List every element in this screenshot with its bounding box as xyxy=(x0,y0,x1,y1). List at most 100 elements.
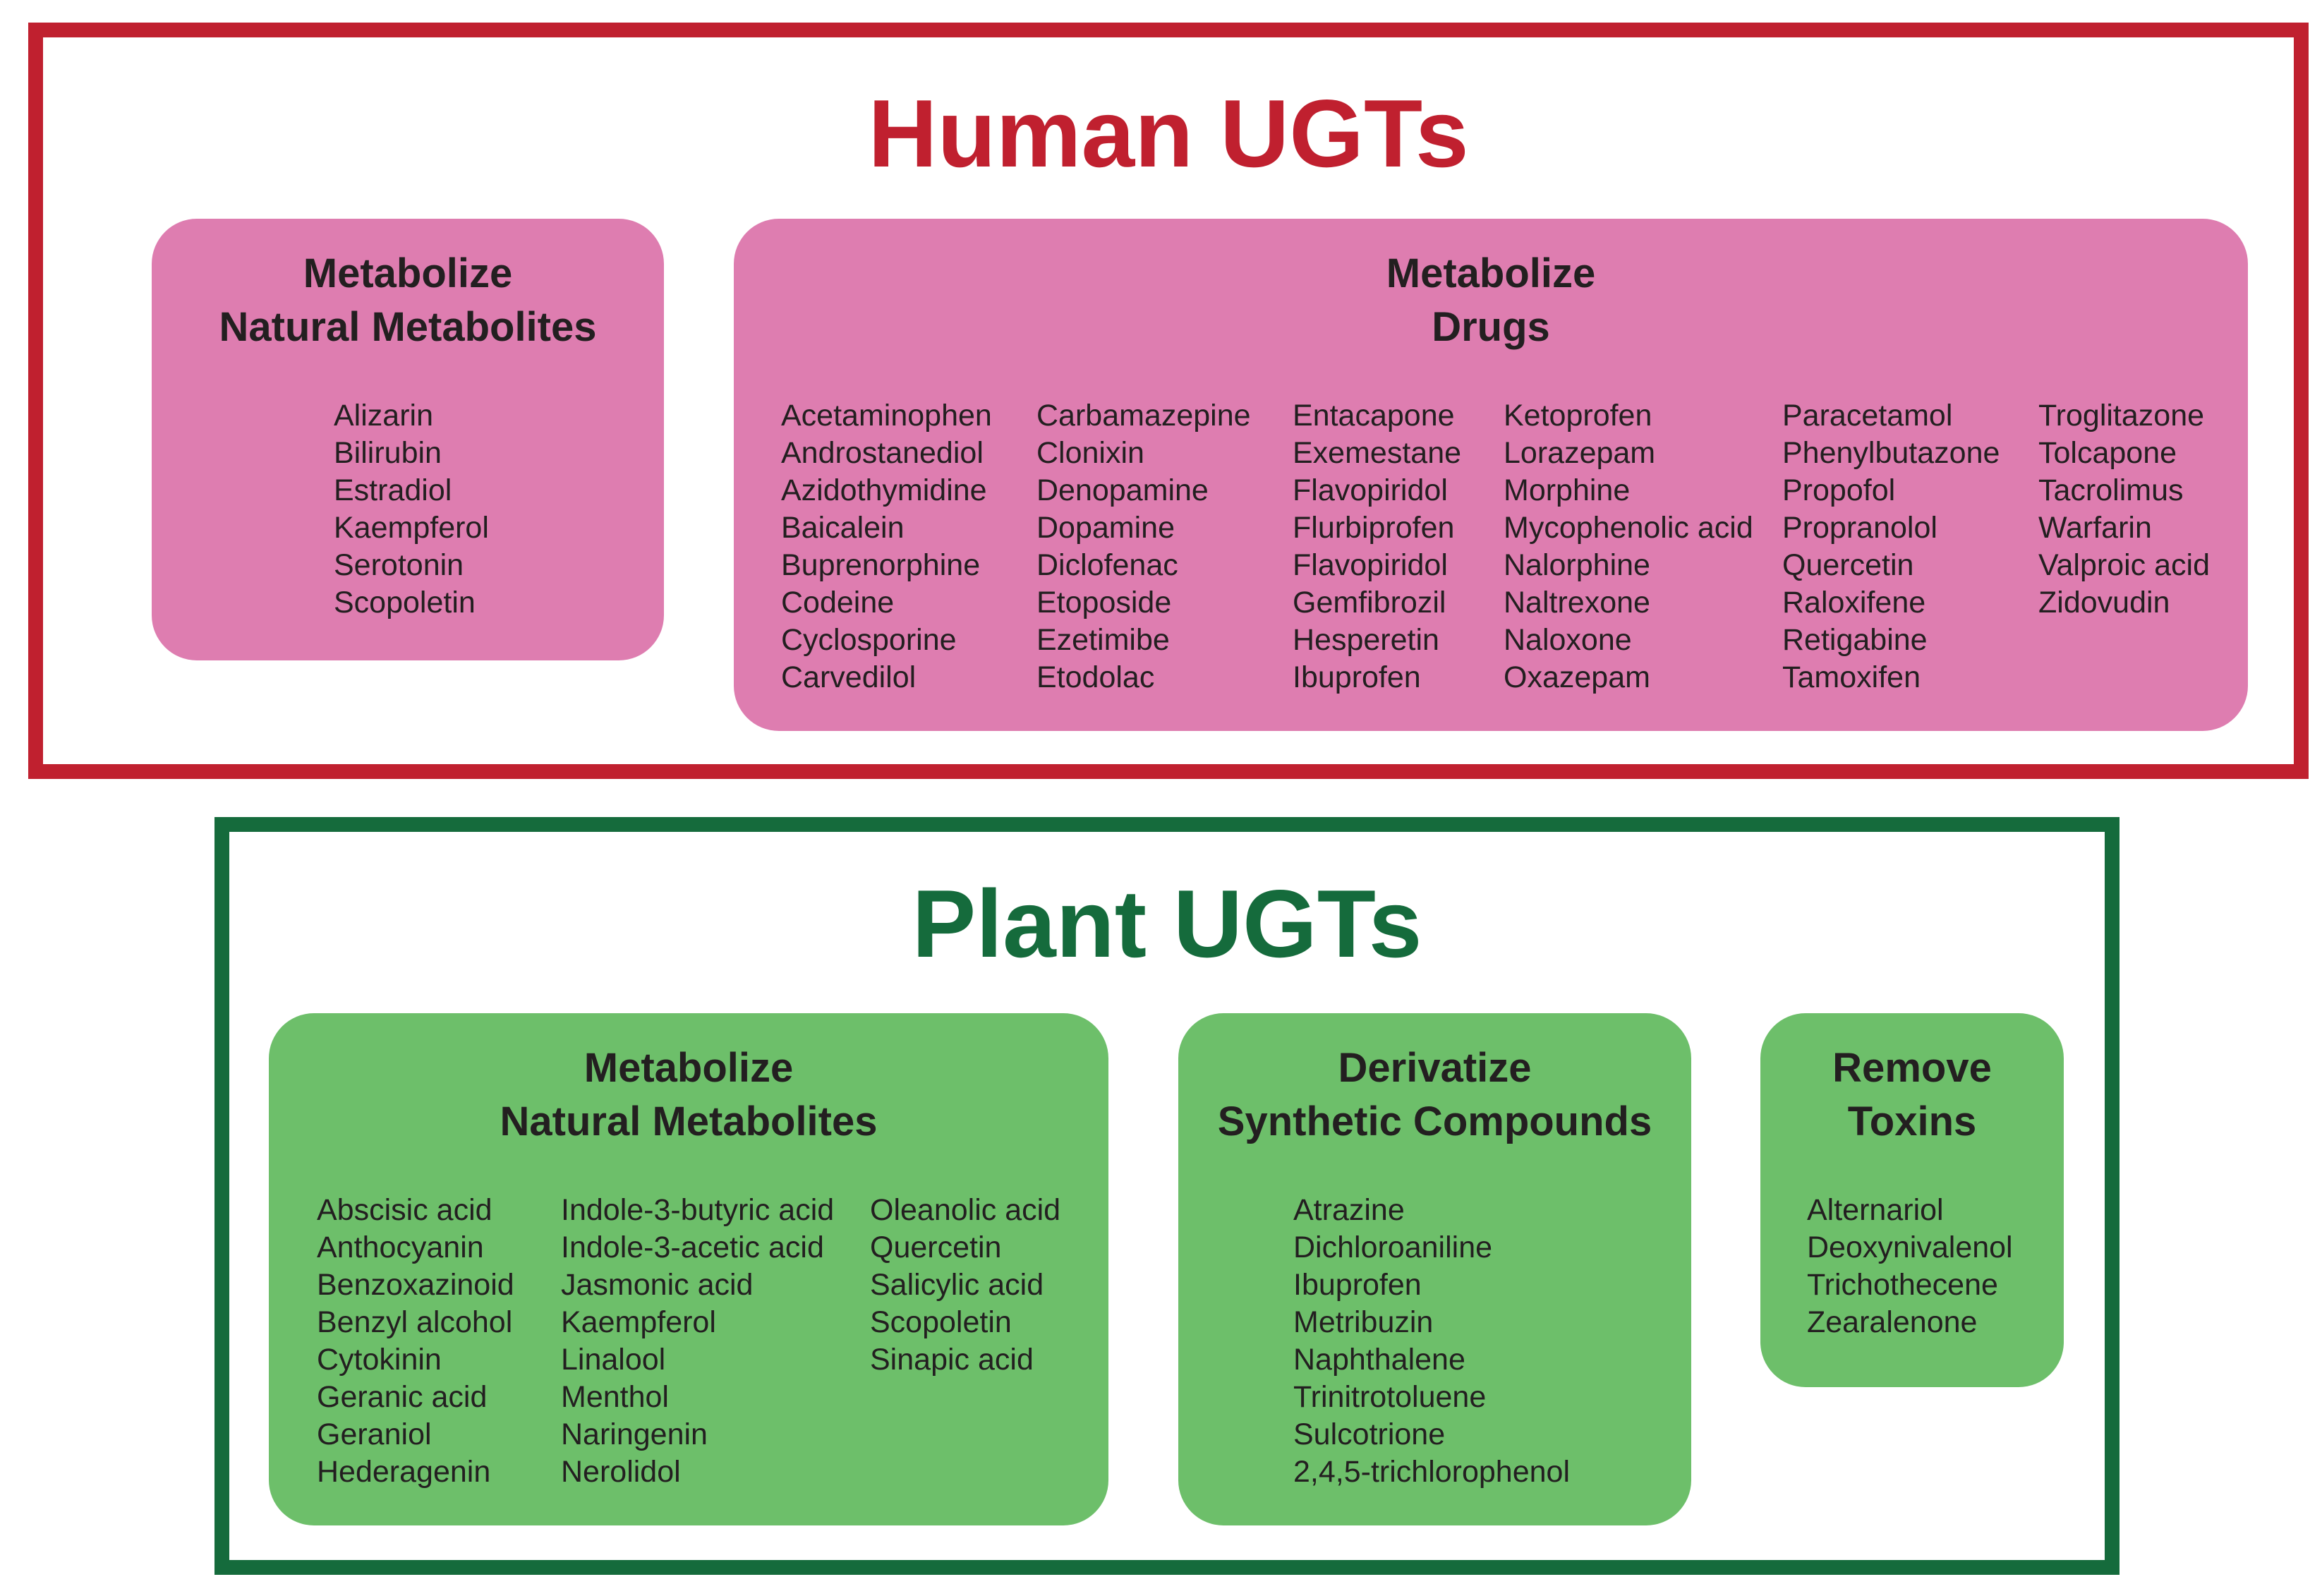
list-item: Hesperetin xyxy=(1293,623,1439,657)
list-item: Alizarin xyxy=(334,399,433,433)
plant-natural-metabolites-heading: Metabolize Natural Metabolites xyxy=(269,1041,1108,1149)
plant-ugts-section: Plant UGTs xyxy=(214,817,2120,1575)
heading-line: Natural Metabolites xyxy=(219,304,597,350)
list-item: Flavopiridol xyxy=(1293,473,1448,507)
list-item: Metribuzin xyxy=(1293,1305,1434,1339)
list-item: Ezetimibe xyxy=(1036,623,1170,657)
plant-natural-column-2: Indole-3-butyric acid Indole-3-acetic ac… xyxy=(561,1192,834,1491)
human-drugs-column-6: Troglitazone Tolcapone Tacrolimus Warfar… xyxy=(2038,397,2210,622)
plant-ugts-title: Plant UGTs xyxy=(912,870,1422,977)
list-item: Salicylic acid xyxy=(870,1268,1044,1302)
list-item: Flavopiridol xyxy=(1293,548,1448,582)
list-item: Entacapone xyxy=(1293,399,1455,433)
list-item: Abscisic acid xyxy=(317,1193,492,1227)
list-item: Benzyl alcohol xyxy=(317,1305,513,1339)
human-natural-metabolites-box: Metabolize Natural Metabolites Alizarin … xyxy=(152,219,664,660)
list-item: Linalool xyxy=(561,1343,666,1377)
list-item: Anthocyanin xyxy=(317,1231,484,1264)
list-item: Warfarin xyxy=(2038,511,2152,545)
human-ugts-title: Human UGTs xyxy=(868,80,1469,187)
list-item: Serotonin xyxy=(334,548,464,582)
list-item: Raloxifene xyxy=(1782,586,1926,619)
list-item: Gemfibrozil xyxy=(1293,586,1446,619)
list-item: Carvedilol xyxy=(781,660,917,694)
list-item: Carbamazepine xyxy=(1036,399,1251,433)
list-item: Geraniol xyxy=(317,1417,432,1451)
list-item: Dichloroaniline xyxy=(1293,1231,1493,1264)
list-item: Sinapic acid xyxy=(870,1343,1034,1377)
heading-line: Synthetic Compounds xyxy=(1217,1099,1652,1144)
list-item: Clonixin xyxy=(1036,436,1144,470)
list-item: Androstanediol xyxy=(781,436,984,470)
plant-natural-column-1: Abscisic acid Anthocyanin Benzoxazinoid … xyxy=(317,1192,514,1491)
list-item: Naltrexone xyxy=(1504,586,1650,619)
list-item: Acetaminophen xyxy=(781,399,992,433)
heading-line: Drugs xyxy=(1432,304,1550,350)
list-item: Trinitrotoluene xyxy=(1293,1380,1487,1414)
list-item: Troglitazone xyxy=(2038,399,2205,433)
list-item: Benzoxazinoid xyxy=(317,1268,514,1302)
list-item: Indole-3-butyric acid xyxy=(561,1193,835,1227)
list-item: Hederagenin xyxy=(317,1455,491,1489)
heading-line: Metabolize xyxy=(303,250,513,296)
list-item: Geranic acid xyxy=(317,1380,488,1414)
list-item: Ibuprofen xyxy=(1293,660,1421,694)
list-item: Zidovudin xyxy=(2038,586,2170,619)
human-drugs-column-4: Ketoprofen Lorazepam Morphine Mycophenol… xyxy=(1504,397,1753,696)
list-item: Mycophenolic acid xyxy=(1504,511,1753,545)
list-item: Azidothymidine xyxy=(781,473,987,507)
plant-synthetic-compounds-list: Atrazine Dichloroaniline Ibuprofen Metri… xyxy=(1293,1192,1570,1491)
plant-remove-toxins-box: Remove Toxins Alternariol Deoxynivalenol… xyxy=(1760,1013,2064,1387)
list-item: Paracetamol xyxy=(1782,399,1953,433)
plant-synthetic-compounds-box: Derivatize Synthetic Compounds Atrazine … xyxy=(1178,1013,1691,1525)
list-item: Nerolidol xyxy=(561,1455,681,1489)
list-item: 2,4,5-trichlorophenol xyxy=(1293,1455,1571,1489)
human-drugs-column-5: Paracetamol Phenylbutazone Propofol Prop… xyxy=(1782,397,2000,696)
list-item: Naloxone xyxy=(1504,623,1632,657)
list-item: Flurbiprofen xyxy=(1293,511,1455,545)
plant-remove-toxins-list: Alternariol Deoxynivalenol Trichothecene… xyxy=(1807,1192,2013,1341)
plant-remove-toxins-heading: Remove Toxins xyxy=(1760,1041,2064,1149)
list-item: Naringenin xyxy=(561,1417,708,1451)
list-item: Tolcapone xyxy=(2038,436,2177,470)
heading-line: Toxins xyxy=(1847,1099,1977,1144)
list-item: Diclofenac xyxy=(1036,548,1178,582)
list-item: Etoposide xyxy=(1036,586,1172,619)
list-item: Morphine xyxy=(1504,473,1631,507)
list-item: Cytokinin xyxy=(317,1343,442,1377)
list-item: Codeine xyxy=(781,586,895,619)
heading-line: Natural Metabolites xyxy=(500,1099,878,1144)
plant-natural-column-3: Oleanolic acid Quercetin Salicylic acid … xyxy=(870,1192,1060,1379)
human-drugs-column-2: Carbamazepine Clonixin Denopamine Dopami… xyxy=(1036,397,1251,696)
list-item: Kaempferol xyxy=(561,1305,716,1339)
list-item: Alternariol xyxy=(1807,1193,1944,1227)
list-item: Quercetin xyxy=(870,1231,1002,1264)
list-item: Scopoletin xyxy=(334,586,476,619)
human-drugs-column-3: Entacapone Exemestane Flavopiridol Flurb… xyxy=(1293,397,1461,696)
list-item: Oleanolic acid xyxy=(870,1193,1061,1227)
plant-synthetic-compounds-heading: Derivatize Synthetic Compounds xyxy=(1178,1041,1691,1149)
human-ugts-section: Human UGTs xyxy=(28,23,2309,779)
list-item: Valproic acid xyxy=(2038,548,2210,582)
human-drugs-column-1: Acetaminophen Androstanediol Azidothymid… xyxy=(781,397,992,696)
list-item: Bilirubin xyxy=(334,436,442,470)
list-item: Ibuprofen xyxy=(1293,1268,1422,1302)
list-item: Retigabine xyxy=(1782,623,1928,657)
list-item: Atrazine xyxy=(1293,1193,1405,1227)
list-item: Dopamine xyxy=(1036,511,1175,545)
list-item: Estradiol xyxy=(334,473,452,507)
list-item: Oxazepam xyxy=(1504,660,1650,694)
list-item: Phenylbutazone xyxy=(1782,436,2000,470)
list-item: Baicalein xyxy=(781,511,905,545)
list-item: Cyclosporine xyxy=(781,623,957,657)
list-item: Tacrolimus xyxy=(2038,473,2184,507)
list-item: Tamoxifen xyxy=(1782,660,1921,694)
list-item: Trichothecene xyxy=(1807,1268,1998,1302)
human-natural-metabolites-list: Alizarin Bilirubin Estradiol Kaempferol … xyxy=(334,397,489,622)
human-natural-metabolites-heading: Metabolize Natural Metabolites xyxy=(152,247,664,354)
list-item: Propranolol xyxy=(1782,511,1937,545)
heading-line: Metabolize xyxy=(1386,250,1596,296)
heading-line: Metabolize xyxy=(583,1045,794,1091)
list-item: Scopoletin xyxy=(870,1305,1012,1339)
heading-line: Derivatize xyxy=(1338,1045,1532,1091)
